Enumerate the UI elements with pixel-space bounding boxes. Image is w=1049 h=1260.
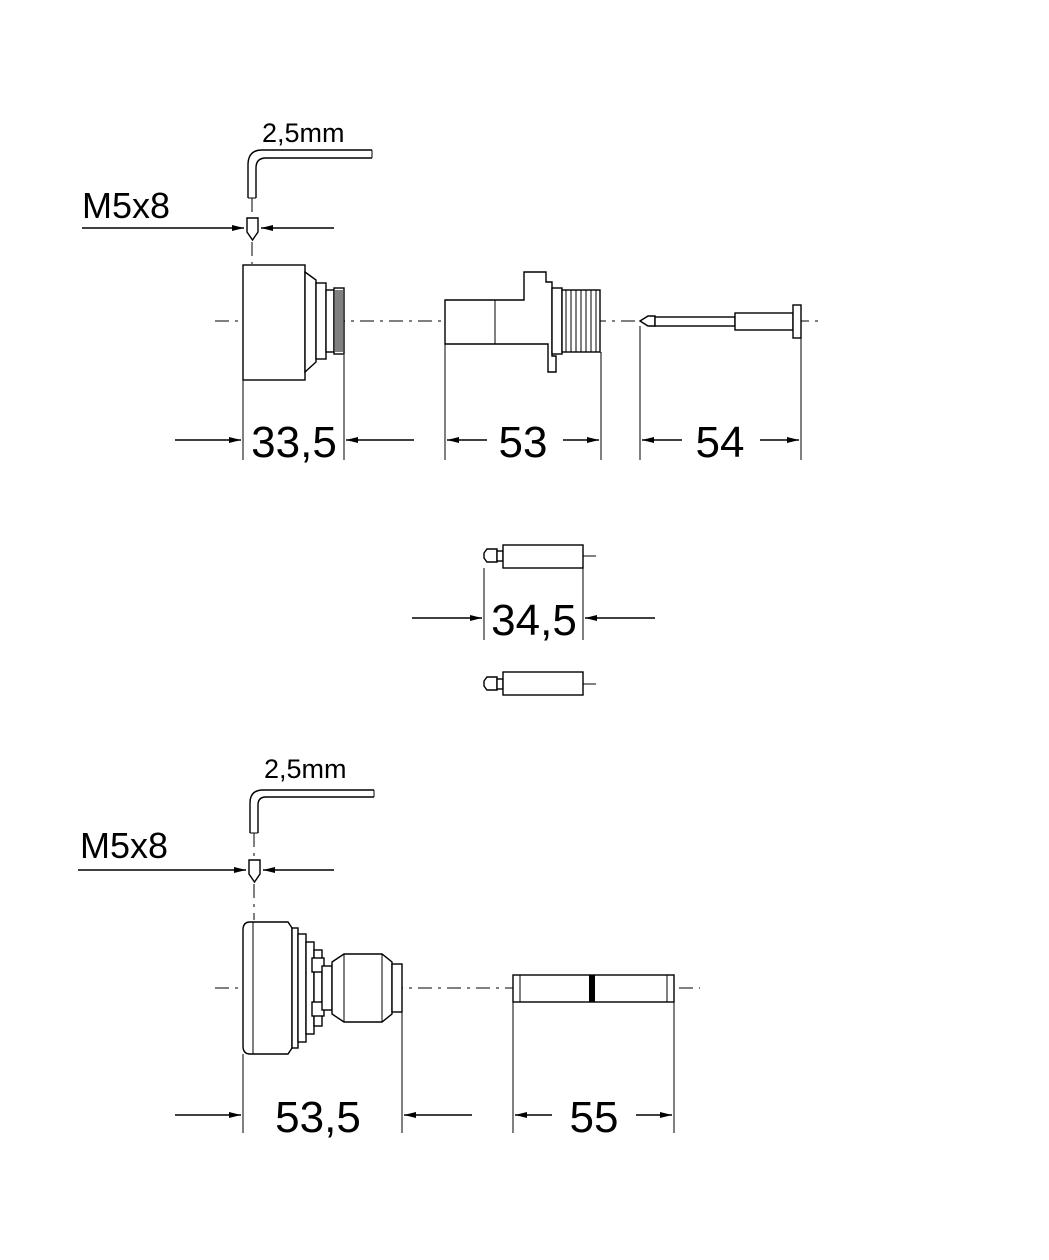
screw-label: M5x8 <box>82 185 170 226</box>
dim-handle: 53,5 <box>275 1093 361 1142</box>
dim-rod: 55 <box>570 1093 619 1142</box>
hex-key-label: 2,5mm <box>264 754 347 784</box>
top-assembly: 2,5mm M5x8 <box>82 118 820 467</box>
hex-key-icon <box>249 789 375 858</box>
pin-part-upper <box>483 544 596 569</box>
dim-extension: 53 <box>499 418 548 467</box>
screw-icon <box>82 217 334 264</box>
screw-label: M5x8 <box>80 825 168 866</box>
dim-handle: 33,5 <box>251 418 337 467</box>
bottom-assembly: 2,5mm M5x8 <box>78 754 700 1142</box>
handle-part <box>242 264 345 381</box>
hex-key-icon <box>247 149 373 216</box>
middle-assembly: 34,5 <box>412 544 655 696</box>
screw-icon <box>78 859 334 920</box>
spindle-part <box>638 304 802 339</box>
dim-pin: 34,5 <box>491 596 577 645</box>
extension-part <box>444 271 601 373</box>
hex-key-label: 2,5mm <box>262 118 345 148</box>
pin-part-lower <box>483 671 596 696</box>
rod-part <box>512 974 675 1003</box>
handle-part <box>242 921 403 1055</box>
dim-spindle: 54 <box>696 418 745 467</box>
